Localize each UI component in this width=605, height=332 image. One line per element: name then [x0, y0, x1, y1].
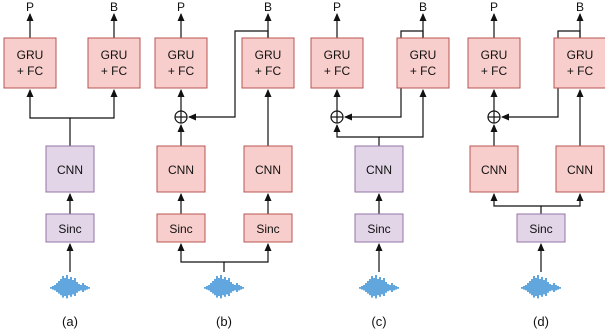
d-cnn-label: CNN — [567, 163, 593, 177]
d-fc-label: + FC — [481, 64, 508, 78]
d-gru-label: GRU — [567, 48, 594, 62]
b-cnn-box — [243, 145, 293, 193]
caption-a: (a) — [62, 314, 78, 329]
b-fc-label: + FC — [255, 64, 282, 78]
b-gru-fc-box — [241, 37, 295, 89]
a-gru-label: GRU — [17, 48, 44, 62]
d-gru-label: GRU — [481, 48, 508, 62]
d-sinc-to-cnn-l — [490, 193, 542, 214]
d-sinc-label: Sinc — [529, 222, 552, 236]
a-gru-fc-box — [87, 37, 141, 89]
a-fc-label: + FC — [101, 64, 128, 78]
d-out-p-label: P — [490, 0, 498, 14]
c-fc-label: + FC — [324, 64, 351, 78]
d-sinc-to-cnn-r — [541, 193, 584, 207]
d-gru-fc-box — [467, 37, 521, 89]
a-gru-label: GRU — [101, 48, 128, 62]
a-out-p-label: P — [26, 0, 34, 14]
a-cnn-label: CNN — [57, 163, 83, 177]
a-fc-label: + FC — [17, 64, 44, 78]
d-sinc-box — [516, 213, 566, 243]
b-cnn-label: CNN — [255, 163, 281, 177]
b-gru-label: GRU — [255, 48, 282, 62]
c-gru-fc-box — [310, 37, 364, 89]
a-cnn-to-gru-p — [26, 89, 71, 146]
caption-c: (c) — [371, 314, 386, 329]
b-cnn-box — [156, 145, 206, 193]
b-sinc-label: Sinc — [169, 222, 192, 236]
d-b-feedback — [501, 30, 581, 121]
b-fc-label: + FC — [168, 64, 195, 78]
d-cnn-box — [469, 145, 519, 193]
b-sinc-box — [156, 213, 206, 243]
b-wave-to-sinc-l — [177, 243, 225, 272]
c-gru-label: GRU — [324, 48, 351, 62]
caption-d: (d) — [533, 314, 549, 329]
c-b-feedback — [344, 30, 424, 121]
a-cnn-to-gru-b — [70, 89, 118, 119]
d-out-b-label: B — [576, 0, 584, 14]
b-out-b-label: B — [264, 0, 272, 14]
b-wave-to-sinc-r — [224, 243, 272, 263]
a-cnn-box — [45, 145, 95, 193]
caption-b: (b) — [216, 314, 232, 329]
c-out-b-label: B — [419, 0, 427, 14]
c-gru-fc-box — [396, 37, 450, 89]
b-sinc-label: Sinc — [256, 222, 279, 236]
a-sinc-box — [45, 213, 95, 243]
b-waveform-icon — [204, 275, 244, 299]
d-gru-fc-box — [553, 37, 605, 89]
a-gru-fc-box — [3, 37, 57, 89]
b-gru-fc-box — [154, 37, 208, 89]
a-sinc-label: Sinc — [58, 222, 81, 236]
c-cnn-label: CNN — [366, 163, 392, 177]
d-fc-label: + FC — [567, 64, 594, 78]
c-sinc-label: Sinc — [367, 222, 390, 236]
d-cnn-box — [555, 145, 605, 193]
c-sinc-box — [354, 213, 404, 243]
b-out-p-label: P — [177, 0, 185, 14]
c-cnn-box — [354, 145, 404, 193]
a-out-b-label: B — [110, 0, 118, 14]
b-gru-label: GRU — [168, 48, 195, 62]
a-waveform-icon — [50, 275, 90, 299]
c-waveform-icon — [359, 275, 399, 299]
c-cnn-to-sum — [333, 124, 380, 146]
b-cnn-label: CNN — [168, 163, 194, 177]
c-fc-label: + FC — [410, 64, 437, 78]
d-waveform-icon — [521, 275, 561, 299]
d-cnn-label: CNN — [481, 163, 507, 177]
c-cnn-to-gru-b — [379, 89, 427, 138]
c-gru-label: GRU — [410, 48, 437, 62]
c-out-p-label: P — [333, 0, 341, 14]
b-sinc-box — [243, 213, 293, 243]
b-b-feedback — [188, 30, 269, 121]
